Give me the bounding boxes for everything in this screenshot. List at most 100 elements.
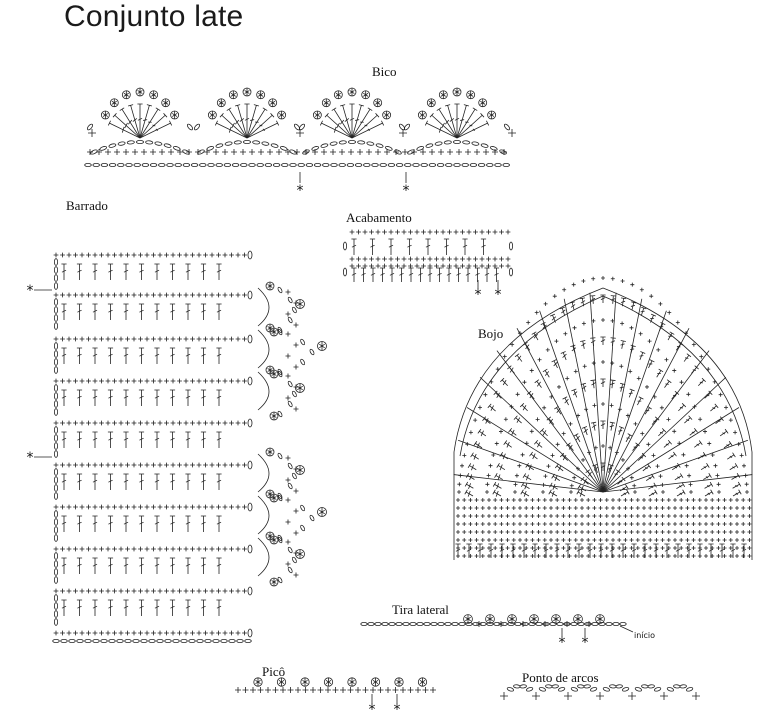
chain-symbol bbox=[279, 146, 288, 151]
single-crochet-symbol bbox=[511, 530, 516, 534]
single-crochet-symbol bbox=[722, 522, 727, 526]
single-crochet-symbol bbox=[468, 514, 473, 518]
single-crochet-symbol bbox=[447, 256, 452, 262]
bojo-outline bbox=[453, 287, 753, 560]
single-crochet-symbol bbox=[498, 621, 504, 627]
single-crochet-symbol bbox=[722, 506, 727, 510]
bobble-inner bbox=[267, 448, 273, 456]
single-crochet-symbol bbox=[456, 498, 460, 502]
single-crochet-symbol bbox=[157, 462, 163, 468]
single-crochet-symbol bbox=[655, 464, 660, 469]
single-crochet-symbol bbox=[716, 538, 721, 542]
chain-symbol bbox=[379, 162, 387, 167]
double-crochet-symbol bbox=[675, 543, 681, 558]
single-crochet-symbol bbox=[633, 421, 638, 426]
double-crochet-symbol bbox=[169, 515, 176, 532]
single-crochet-symbol bbox=[549, 514, 553, 518]
double-crochet-bar bbox=[712, 407, 716, 410]
double-crochet-bar bbox=[61, 605, 67, 609]
single-crochet-symbol bbox=[125, 546, 130, 552]
single-crochet-symbol bbox=[285, 497, 291, 503]
single-crochet-symbol bbox=[164, 462, 169, 468]
single-crochet-symbol bbox=[105, 336, 111, 342]
chain-symbol bbox=[292, 390, 297, 398]
single-crochet-symbol bbox=[293, 342, 299, 348]
single-crochet-symbol bbox=[79, 504, 85, 510]
double-crochet-bar bbox=[529, 393, 534, 399]
single-crochet-symbol bbox=[229, 336, 234, 342]
single-crochet-symbol bbox=[203, 588, 208, 594]
single-crochet-symbol bbox=[697, 498, 702, 502]
single-crochet-symbol bbox=[511, 522, 516, 526]
double-crochet-bar bbox=[532, 548, 538, 552]
single-crochet-symbol bbox=[660, 692, 668, 700]
double-crochet-symbol bbox=[455, 267, 462, 282]
double-crochet-bar bbox=[741, 548, 747, 552]
single-crochet-symbol bbox=[735, 498, 739, 502]
double-crochet-bar bbox=[61, 269, 67, 273]
single-crochet-symbol bbox=[741, 546, 746, 550]
chain-symbol bbox=[634, 687, 642, 692]
single-crochet-symbol bbox=[728, 538, 733, 542]
double-crochet-symbol bbox=[474, 267, 481, 282]
double-crochet-symbol bbox=[456, 107, 478, 139]
chain-symbol bbox=[461, 162, 469, 167]
double-crochet-bar bbox=[516, 417, 521, 423]
double-crochet-bar bbox=[351, 272, 357, 276]
scallop-chain-arc bbox=[257, 537, 270, 577]
single-crochet-symbol bbox=[267, 149, 273, 155]
bobble-inner bbox=[419, 111, 425, 119]
single-crochet-symbol bbox=[177, 546, 182, 552]
single-crochet-symbol bbox=[87, 149, 93, 155]
single-crochet-symbol bbox=[474, 506, 479, 510]
single-crochet-symbol bbox=[222, 462, 228, 468]
double-crochet-symbol bbox=[200, 599, 207, 616]
single-crochet-symbol bbox=[407, 687, 414, 693]
single-crochet-symbol bbox=[586, 498, 591, 502]
double-crochet-symbol bbox=[719, 428, 729, 437]
double-crochet-bar bbox=[672, 394, 677, 397]
single-crochet-symbol bbox=[144, 588, 150, 594]
single-crochet-symbol bbox=[666, 530, 671, 534]
bobble-inner bbox=[218, 98, 224, 107]
single-crochet-symbol bbox=[112, 292, 117, 298]
chain-symbol bbox=[300, 504, 306, 512]
single-crochet-symbol bbox=[601, 318, 605, 322]
single-crochet-symbol bbox=[620, 321, 625, 326]
single-crochet-symbol bbox=[479, 256, 485, 262]
double-crochet-symbol bbox=[169, 473, 176, 490]
repeat-marker: * bbox=[582, 635, 589, 651]
single-crochet-symbol bbox=[573, 506, 578, 510]
double-crochet-bar bbox=[139, 563, 144, 567]
single-crochet-symbol bbox=[164, 378, 169, 384]
bobble-inner bbox=[419, 677, 426, 687]
double-crochet-symbol bbox=[540, 322, 547, 331]
chain-symbol bbox=[309, 348, 315, 356]
single-crochet-symbol bbox=[285, 539, 291, 545]
chain-symbol bbox=[163, 143, 172, 148]
single-crochet-symbol bbox=[447, 229, 452, 235]
chain-symbol bbox=[117, 162, 125, 167]
single-crochet-symbol bbox=[564, 692, 572, 700]
single-crochet-symbol bbox=[640, 431, 645, 436]
single-crochet-symbol bbox=[460, 263, 465, 269]
fan-ray bbox=[563, 298, 604, 493]
double-crochet-symbol bbox=[138, 473, 145, 490]
double-crochet-symbol bbox=[185, 431, 191, 448]
chain-symbol bbox=[404, 123, 410, 131]
single-crochet-symbol bbox=[151, 420, 156, 426]
single-crochet-symbol bbox=[704, 522, 708, 526]
single-crochet-symbol bbox=[648, 554, 653, 558]
double-crochet-symbol bbox=[214, 120, 248, 139]
double-crochet-symbol bbox=[424, 120, 458, 139]
chain-symbol bbox=[347, 139, 356, 144]
single-crochet-symbol bbox=[79, 378, 85, 384]
single-crochet-symbol bbox=[697, 506, 702, 510]
single-crochet-symbol bbox=[209, 588, 215, 594]
single-crochet-symbol bbox=[242, 630, 247, 636]
single-crochet-symbol bbox=[511, 514, 516, 518]
single-crochet-symbol bbox=[209, 378, 215, 384]
chain-symbol bbox=[425, 143, 434, 148]
chain-symbol bbox=[54, 484, 59, 492]
single-crochet-symbol bbox=[474, 554, 479, 558]
